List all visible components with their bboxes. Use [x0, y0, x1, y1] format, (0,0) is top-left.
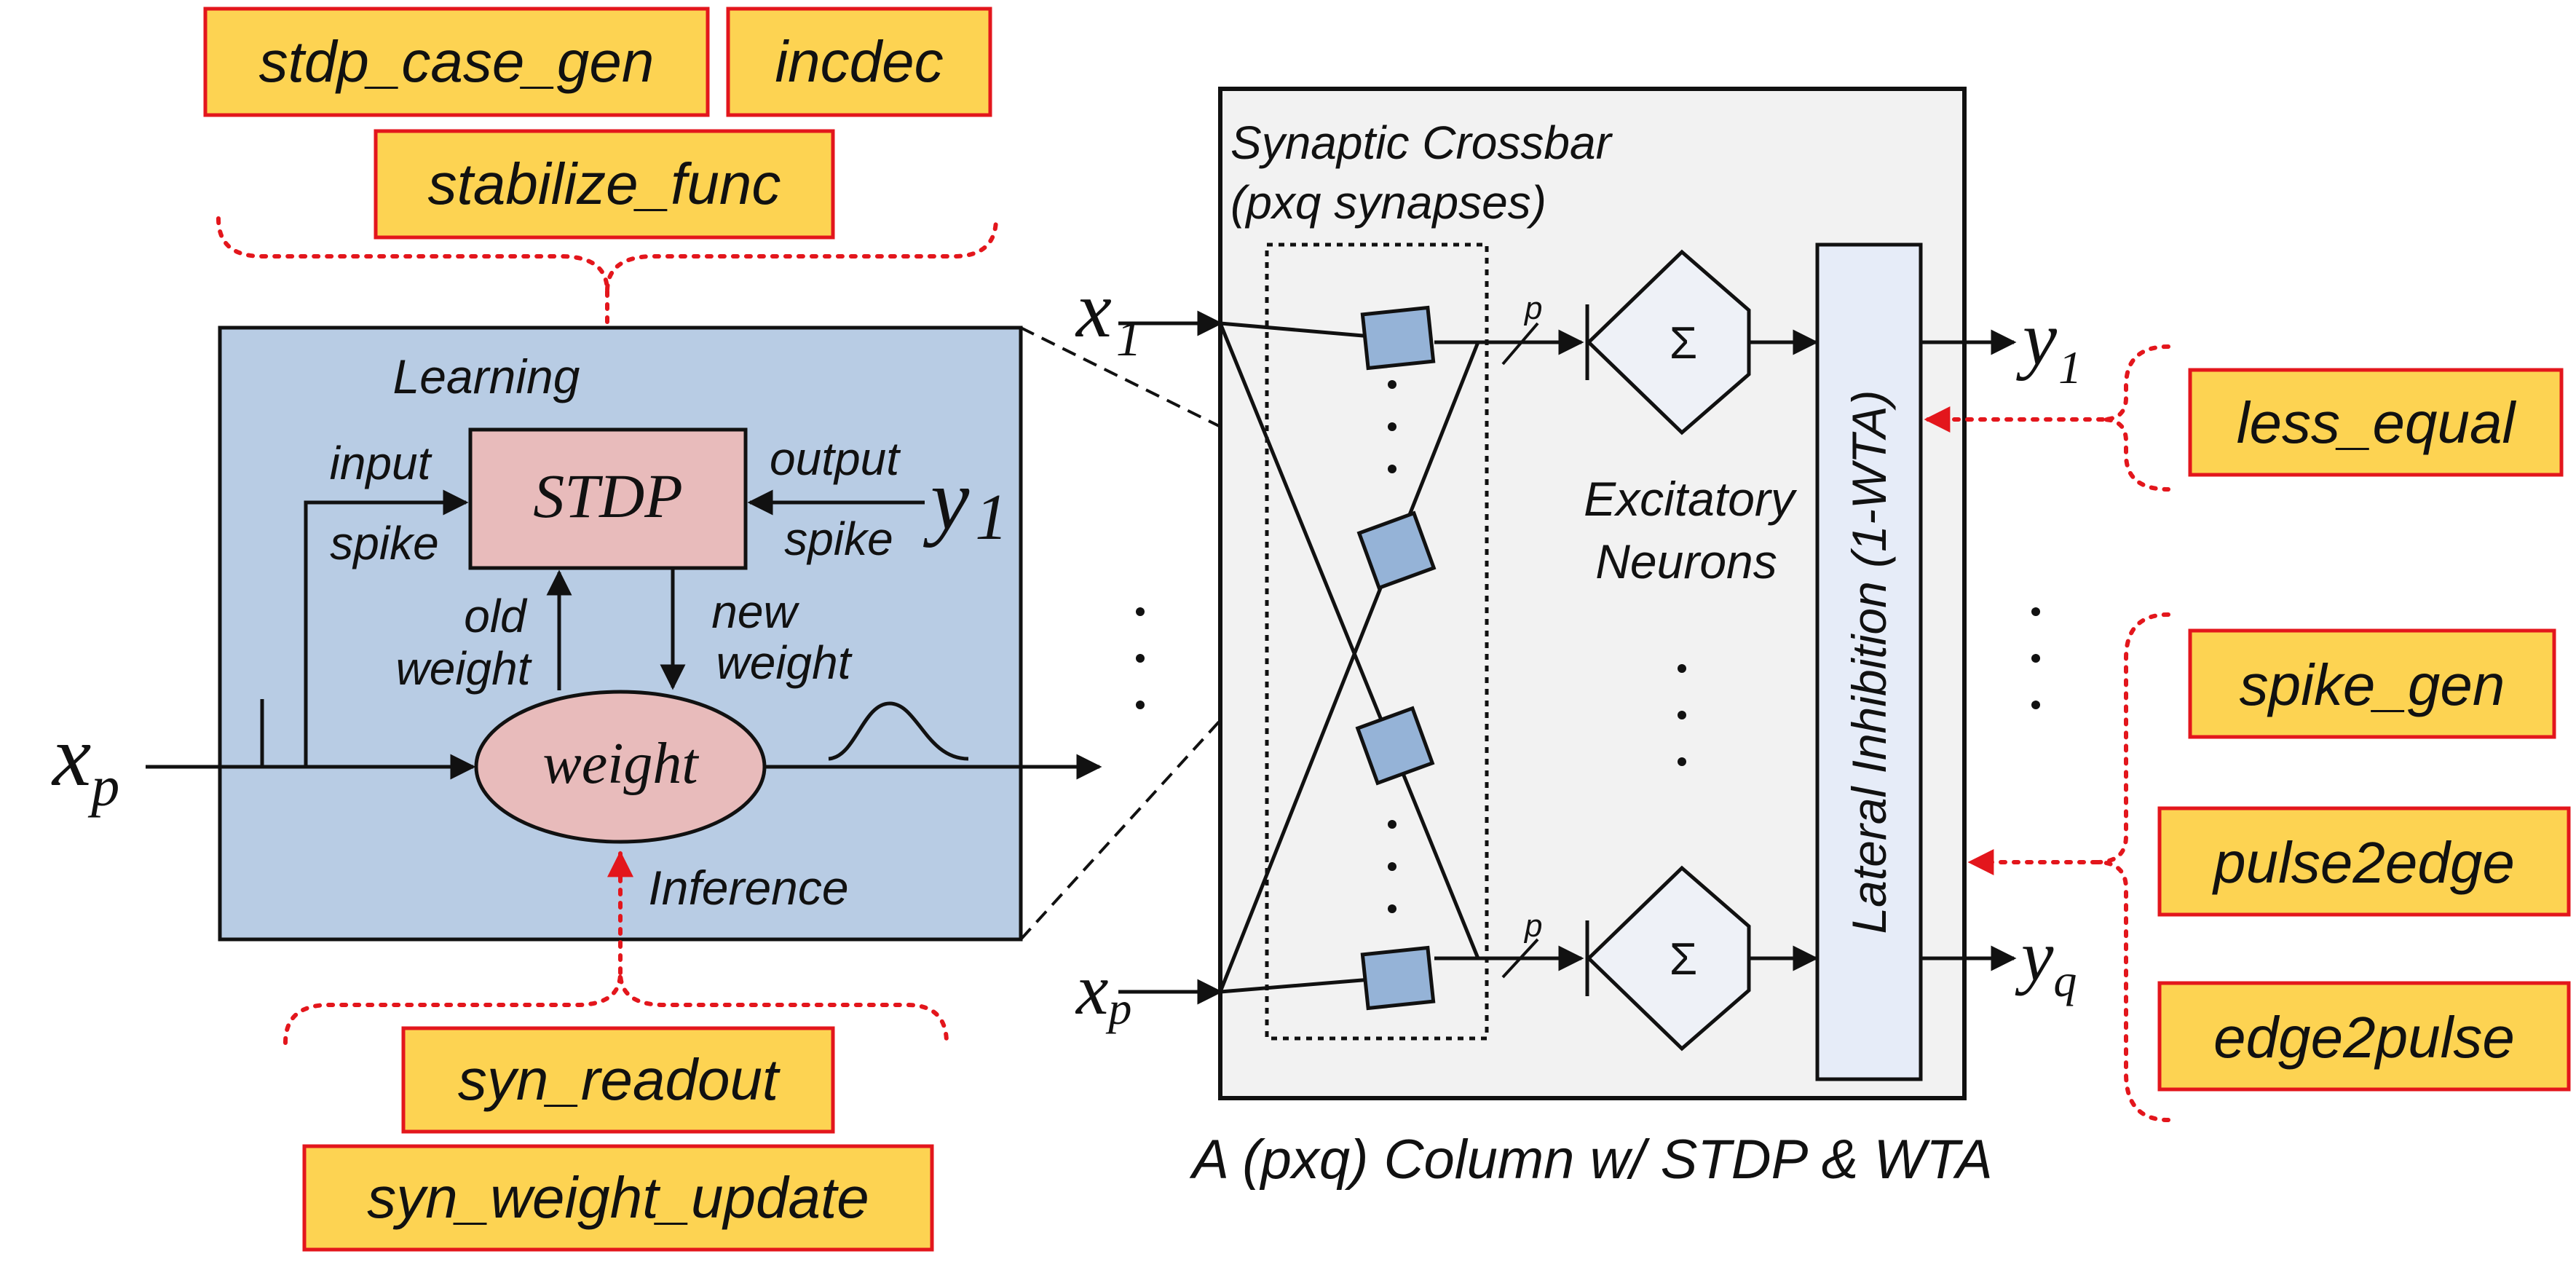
neuron-ellipsis: [1678, 664, 1686, 766]
output-spike-label: spike: [784, 513, 893, 565]
y-input-sub: 1: [975, 481, 1008, 553]
sigma-label: Σ: [1670, 934, 1697, 985]
input-ellipsis: [1136, 607, 1145, 709]
inference-label: Inference: [648, 861, 848, 915]
x-input-label: xp: [51, 707, 119, 818]
y1-sub: 1: [2058, 342, 2082, 393]
learning-label: Learning: [393, 350, 580, 403]
module-syn-readout: syn_readout: [401, 1026, 835, 1134]
module-less-equal: less_equal: [2188, 368, 2564, 477]
module-incdec: incdec: [726, 7, 992, 117]
xp-sub: p: [1105, 982, 1131, 1034]
module-label: edge2pulse: [2213, 1005, 2515, 1070]
synapse-wiring: [146, 489, 1102, 780]
new-label: new: [711, 585, 799, 638]
module-stdp-case-gen: stdp_case_gen: [203, 7, 710, 117]
crossbar-wiring: [1118, 310, 1584, 1005]
right-bottom-brace-pointer: [1967, 612, 2170, 1122]
crossbar-ellipsis: [1388, 380, 1396, 913]
xp-var: x: [1075, 949, 1108, 1030]
output-label: output: [770, 433, 901, 485]
right-top-brace-pointer: [1924, 344, 2170, 492]
y-input-label: y1: [922, 451, 1008, 553]
yq-label: yq: [2015, 915, 2077, 1006]
neuron-top: Σ: [1585, 249, 1751, 435]
module-label: spike_gen: [2240, 652, 2505, 717]
bus-width-bottom: p: [1523, 908, 1542, 944]
bottom-brace-pointer: [283, 851, 949, 1045]
bus-width-top: p: [1523, 291, 1542, 326]
weight-label: weight: [542, 732, 699, 796]
module-label: pulse2edge: [2212, 830, 2515, 895]
neuron-to-wta: [1749, 329, 1819, 971]
x1-sub: 1: [1116, 311, 1142, 367]
wta-label: Lateral Inhibition (1-WTA): [1842, 390, 1896, 934]
synapse-cell: [1360, 305, 1436, 371]
module-edge2pulse: edge2pulse: [2157, 981, 2571, 1092]
lateral-inhibition-wta: Lateral Inhibition (1-WTA): [1815, 242, 1923, 1081]
xp-label: xp: [1075, 949, 1131, 1034]
old-weight-label: weight: [396, 642, 532, 695]
excitatory-label: Excitatory: [1584, 472, 1798, 526]
input-spike-label: spike: [330, 517, 438, 569]
module-stabilize-func: stabilize_func: [374, 129, 835, 240]
crossbar-region: [1265, 242, 1489, 1041]
y-input-var: y: [922, 451, 970, 548]
input-label: input: [330, 437, 432, 489]
crossbar-title: Synaptic Crossbar: [1230, 117, 1613, 169]
new-weight-label: weight: [716, 636, 853, 689]
stdp-label: STDP: [533, 461, 682, 531]
synapse-panel: [218, 326, 1023, 942]
column-caption: A (pxq) Column w/ STDP & WTA: [1189, 1129, 1992, 1191]
bus-width-marks: [1501, 322, 1539, 979]
x-input-var: x: [51, 707, 91, 804]
module-spike-gen: spike_gen: [2188, 628, 2556, 739]
yq-sub: q: [2053, 955, 2077, 1006]
output-wiring: [1921, 329, 2017, 971]
synapse-cell: [1356, 510, 1437, 591]
synapse-cell: [1360, 945, 1436, 1011]
yq-var: y: [2015, 915, 2054, 996]
module-label: less_equal: [2237, 390, 2517, 455]
y1-label: y1: [2016, 296, 2082, 393]
x1-var: x: [1075, 265, 1112, 354]
stdp-block: STDP: [468, 427, 748, 570]
synapse-cell: [1355, 706, 1435, 786]
crossbar-subtitle: (pxq synapses): [1230, 176, 1546, 229]
sigma-label: Σ: [1670, 318, 1697, 368]
x1-label: x1: [1075, 265, 1142, 367]
neurons-label: Neurons: [1595, 535, 1777, 588]
module-label: syn_readout: [458, 1047, 781, 1112]
module-pulse2edge: pulse2edge: [2157, 806, 2571, 917]
module-label: stdp_case_gen: [259, 29, 655, 94]
neuron-bottom: Σ: [1585, 865, 1751, 1052]
y1-var: y: [2016, 296, 2058, 381]
module-label: incdec: [775, 29, 943, 94]
module-label: stabilize_func: [428, 151, 781, 216]
old-label: old: [464, 590, 528, 642]
module-label: syn_weight_update: [367, 1165, 869, 1230]
x-input-sub: p: [87, 754, 119, 818]
weight-ellipse: weight: [474, 690, 767, 844]
output-ellipsis: [2031, 607, 2040, 709]
module-syn-weight-update: syn_weight_update: [302, 1144, 934, 1252]
